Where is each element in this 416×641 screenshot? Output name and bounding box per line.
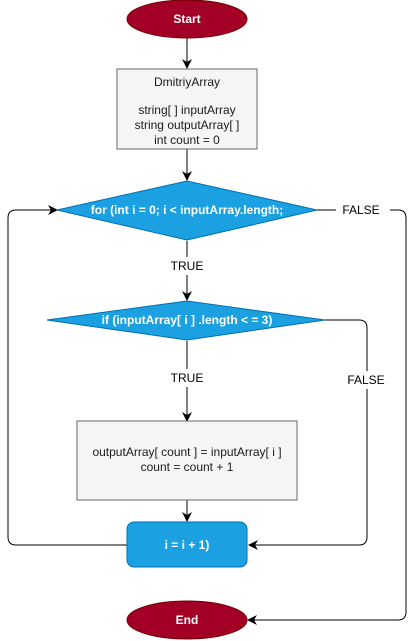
assign-line: outputArray[ count ] = inputArray[ i ]	[92, 445, 281, 459]
if-condition-label: if (inputArray[ i ] .length < = 3)	[102, 313, 273, 327]
assign-box	[76, 420, 298, 501]
loop-condition-label: for (int i = 0; i < inputArray.length;	[91, 203, 283, 217]
declaration-line: string outputArray[ ]	[135, 118, 240, 132]
end-node	[126, 600, 248, 640]
loop-false-label: FALSE	[342, 203, 379, 217]
if-condition-diamond	[46, 300, 326, 341]
start-label: Start	[173, 12, 200, 26]
assign-line: count = count + 1	[141, 460, 234, 474]
declaration-line: int count = 0	[154, 133, 220, 147]
start-node	[126, 0, 248, 39]
declaration-line: string[ ] inputArray	[138, 103, 235, 117]
edge-if-false-to-increment	[248, 319, 368, 550]
edge-loop-false-to-end	[247, 209, 407, 625]
loop-true-label: TRUE	[171, 259, 204, 273]
increment-box	[126, 521, 248, 568]
declaration-box	[116, 68, 258, 150]
if-false-label: FALSE	[347, 373, 384, 387]
declaration-title: DmitriyArray	[154, 75, 220, 89]
if-true-label: TRUE	[171, 371, 204, 385]
increment-label: i = i + 1)	[165, 538, 210, 552]
loop-condition-diamond	[56, 180, 318, 241]
end-label: End	[176, 613, 199, 627]
edge-increment-back-to-loop	[7, 205, 127, 546]
